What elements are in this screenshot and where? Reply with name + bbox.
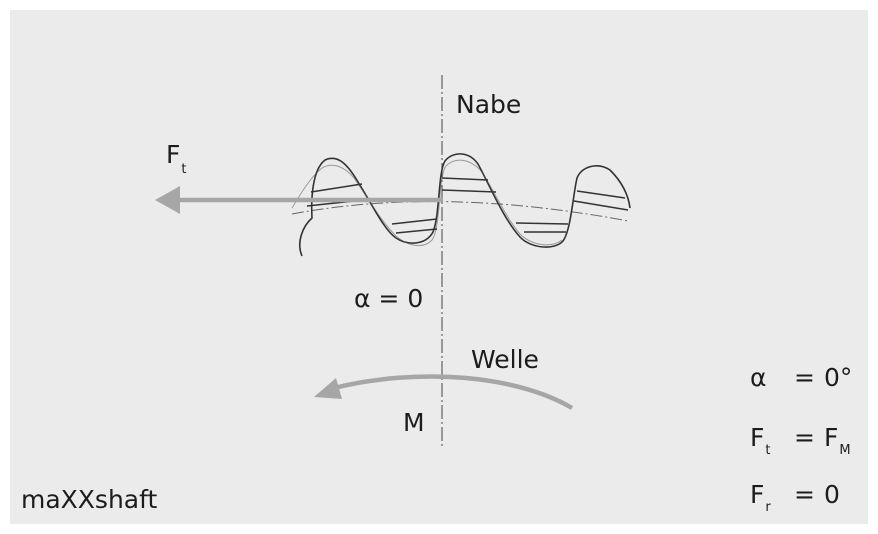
formula-alpha-value: 0° bbox=[824, 363, 853, 392]
formula-ft: Ft = FM bbox=[750, 423, 851, 457]
force-label: Ft bbox=[166, 140, 187, 176]
formula-alpha-operator: = bbox=[794, 363, 815, 392]
formula-ft-rhs: F bbox=[824, 423, 839, 452]
formula-alpha: α = 0° bbox=[750, 365, 852, 390]
angle-label: α = 0 bbox=[354, 284, 424, 313]
pitch-circle bbox=[291, 201, 629, 222]
tangential-force-arrowhead bbox=[155, 186, 180, 214]
formula-ft-symbol: F bbox=[750, 423, 765, 452]
formula-ft-subscript: t bbox=[765, 443, 771, 458]
formula-ft-operator: = bbox=[794, 423, 815, 452]
shaft-label: Welle bbox=[471, 345, 539, 374]
formula-alpha-symbol: α bbox=[750, 363, 767, 392]
formula-fr-value: 0 bbox=[824, 480, 840, 509]
hub-tooth-profile bbox=[298, 153, 631, 257]
formula-fr-subscript: r bbox=[765, 500, 771, 515]
force-subscript: t bbox=[181, 162, 187, 177]
formula-fr: Fr = 0 bbox=[750, 480, 840, 514]
moment-label: M bbox=[403, 408, 425, 437]
shaft-tooth-profile bbox=[291, 159, 563, 246]
torque-arrowhead bbox=[314, 378, 342, 399]
tooth-flank-lines bbox=[306, 177, 629, 234]
torque-arc bbox=[329, 374, 574, 410]
formula-fr-operator: = bbox=[794, 480, 815, 509]
force-symbol: F bbox=[166, 140, 181, 169]
formula-fr-symbol: F bbox=[750, 480, 765, 509]
hub-label: Nabe bbox=[456, 90, 522, 119]
diagram-panel bbox=[10, 10, 868, 524]
formula-ft-rhs-subscript: M bbox=[839, 443, 851, 458]
brand-label: maXXshaft bbox=[21, 485, 158, 514]
